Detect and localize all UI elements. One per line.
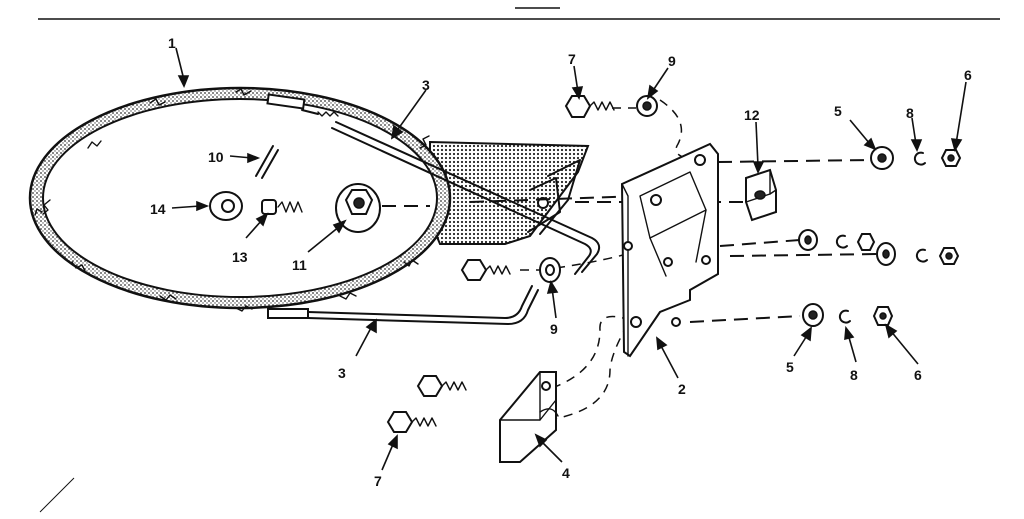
- callout-8-top: 8: [906, 105, 914, 121]
- washer-bottom-part: [539, 257, 561, 283]
- callout-7-bottom: 7: [374, 473, 382, 489]
- callout-3-top: 3: [422, 77, 430, 93]
- washer-top-part: [636, 95, 658, 117]
- stray-line: [39, 477, 75, 513]
- callout-6-bottom: 6: [914, 367, 922, 383]
- callout-6-top: 6: [964, 67, 972, 83]
- callout-14: 14: [150, 201, 166, 217]
- hardware-row-bottom: [802, 303, 894, 327]
- callout-1: 1: [168, 35, 176, 51]
- bolt-mid-part: [460, 259, 511, 281]
- callout-3-bottom: 3: [338, 365, 346, 381]
- square-nut-part: [745, 168, 777, 222]
- callout-11: 11: [292, 257, 307, 273]
- callout-7-top: 7: [568, 51, 576, 67]
- callout-9-top: 9: [668, 53, 676, 69]
- callout-13: 13: [232, 249, 248, 265]
- callout-8-bottom: 8: [850, 367, 858, 383]
- callout-2: 2: [678, 381, 686, 397]
- hardware-row-middle: [798, 229, 960, 266]
- hardware-row-top: [870, 146, 962, 170]
- callout-9-bottom: 9: [550, 321, 558, 337]
- bolt-top-part: [564, 95, 615, 118]
- callout-4: 4: [562, 465, 570, 481]
- rod-upper-part: [266, 93, 601, 275]
- rod-lower-part: [267, 285, 539, 325]
- bolt-bottom-part: [386, 411, 437, 433]
- bolt-bracket-upper-part: [416, 375, 467, 397]
- callout-5-top: 5: [834, 103, 842, 119]
- callout-5-bottom: 5: [786, 359, 794, 375]
- hub-part: [335, 183, 381, 233]
- callout-10: 10: [208, 149, 224, 165]
- callout-labels: 1 3 3 10 14 13 11 7 9 12 5 8 6 9 2 4 7 5…: [150, 35, 972, 489]
- spring-bolt-part: [261, 199, 303, 215]
- pin-part: [255, 145, 279, 179]
- mounting-plate-part: [620, 142, 719, 358]
- chute-body: [429, 140, 590, 245]
- callout-12: 12: [744, 107, 760, 123]
- collar-part: [209, 191, 243, 221]
- leader-arrows: [171, 47, 967, 471]
